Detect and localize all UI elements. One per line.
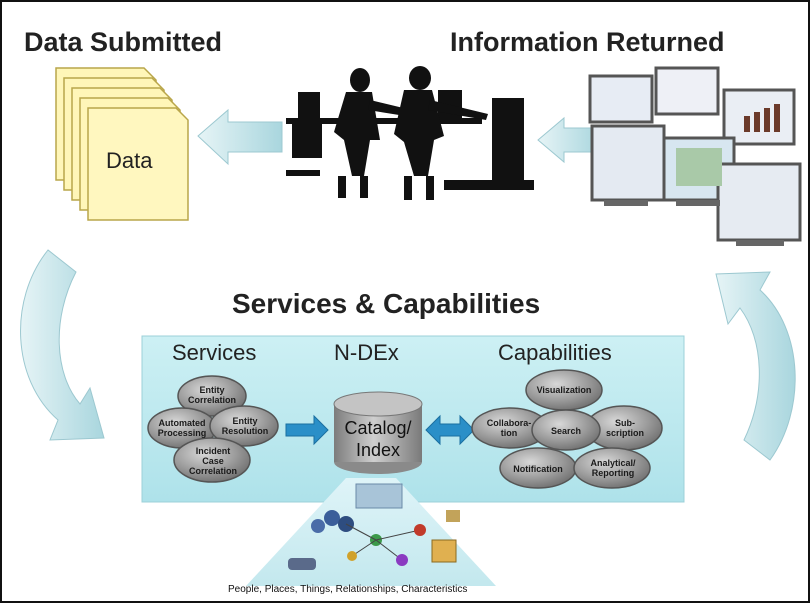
data-submitted-title: Data Submitted [24, 27, 223, 57]
services-capabilities-title: Services & Capabilities [232, 288, 541, 319]
catalog-label: Catalog/ [344, 418, 412, 438]
automated-processing-node: Automated Processing [157, 418, 207, 438]
search-node: Search [550, 426, 582, 436]
analysts-silhouette [286, 66, 534, 200]
visualization-node: Visualization [536, 385, 592, 395]
services-cluster [147, 375, 279, 483]
notification-node: Notification [513, 464, 563, 474]
services-label: Services [172, 340, 257, 365]
subscription-node: Sub-scription [605, 418, 644, 438]
capabilities-label: Capabilities [498, 340, 612, 365]
arrow-services-to-catalog [285, 414, 329, 446]
catalog-index-cylinder [333, 391, 423, 474]
footer-caption: People, Places, Things, Relationships, C… [228, 584, 468, 595]
information-returned-title: Information Returned [450, 27, 725, 57]
analytical-reporting-node: Analytical/ Reporting [590, 458, 636, 478]
incident-case-correlation-node: Incident Case Correlation [188, 446, 237, 476]
information-screens [588, 66, 802, 246]
entity-resolution-node: Entity Resolution [221, 416, 269, 436]
ndex-label: N-DEx [334, 340, 399, 365]
data-label: Data [106, 148, 153, 173]
arrow-to-data [197, 108, 283, 166]
entity-correlation-node: Entity Correlation [187, 385, 236, 405]
curved-arrow-right [715, 271, 796, 461]
index-label: Index [355, 440, 401, 460]
curved-arrow-left [20, 249, 105, 441]
entity-network-graphic [288, 483, 460, 570]
collaboration-node: Collabora-tion [486, 418, 532, 438]
capabilities-cluster [471, 369, 663, 489]
data-document-stack [55, 67, 189, 221]
